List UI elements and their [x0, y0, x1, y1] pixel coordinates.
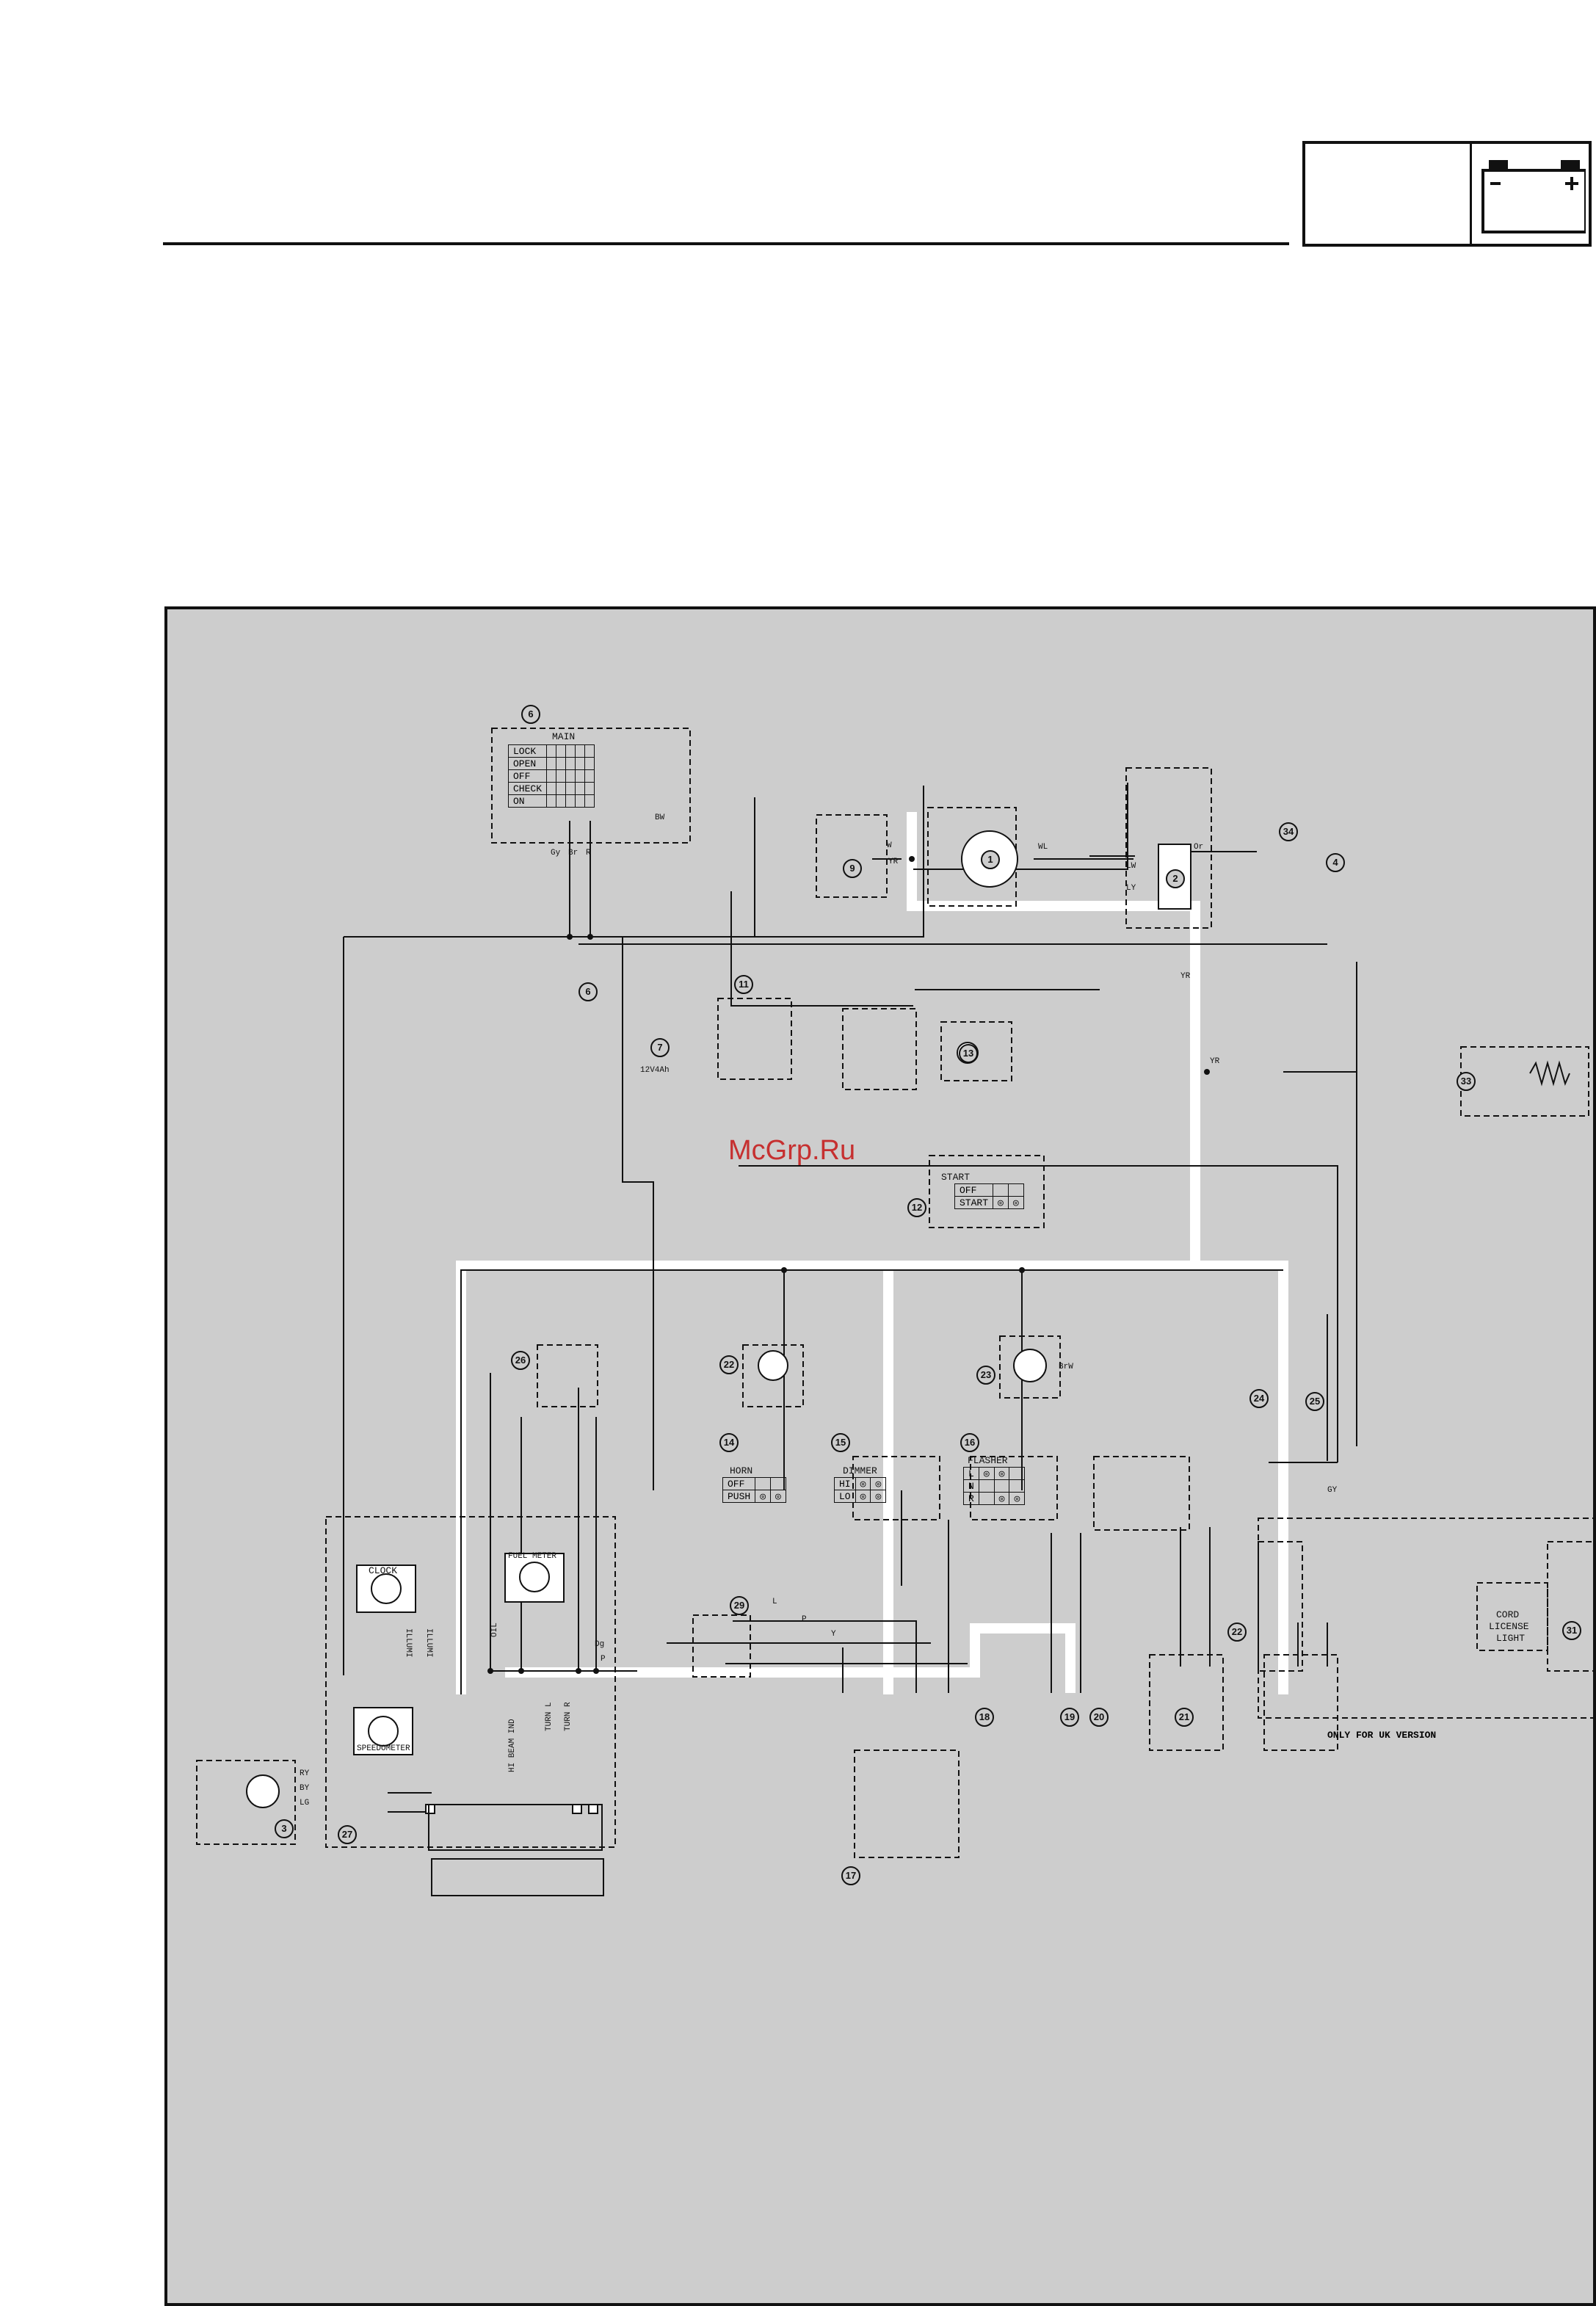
wire-label: Or: [1194, 843, 1204, 852]
flasher-switch-table: L◎◎ N R◎◎: [963, 1467, 1026, 1505]
section-icon-box: [1302, 141, 1592, 247]
wire-label: L: [772, 1598, 777, 1606]
turn-l-label: TURN L: [545, 1702, 554, 1731]
callout: 3: [275, 1819, 294, 1838]
dimmer-switch-title: DIMMER: [843, 1465, 877, 1476]
clock-label: CLOCK: [369, 1565, 398, 1576]
wire-label: YR: [1210, 1057, 1220, 1066]
illumi-label: ILLUMI: [424, 1628, 433, 1658]
callout: 6: [521, 705, 540, 724]
callout: 24: [1249, 1389, 1269, 1408]
uk-version-note: ONLY FOR UK VERSION: [1327, 1730, 1437, 1741]
wire-label: WL: [1038, 843, 1048, 852]
license-label: LICENSE: [1489, 1621, 1529, 1632]
callout: 29: [730, 1596, 749, 1615]
watermark: McGrp.Ru: [728, 1135, 856, 1166]
callout: 6: [578, 982, 598, 1001]
callout: 34: [1279, 822, 1298, 841]
cord-label: CORD: [1496, 1609, 1520, 1620]
main-switch-position: OFF: [507, 769, 548, 783]
main-switch-position: LOCK: [507, 744, 548, 758]
callout: 12: [907, 1198, 926, 1217]
callout: 4: [1326, 853, 1345, 872]
callout: 18: [975, 1708, 994, 1727]
horn-switch-position: PUSH: [722, 1490, 756, 1503]
callout: 16: [960, 1433, 979, 1452]
dimmer-switch-position: HI: [834, 1477, 856, 1490]
callout: 9: [843, 859, 862, 878]
callout: 17: [841, 1866, 860, 1885]
main-switch-position: CHECK: [507, 782, 548, 795]
callout: 31: [1562, 1621, 1581, 1640]
horn-switch-table: OFF PUSH◎◎: [722, 1477, 786, 1503]
wiring-diagram: MAIN LOCK OPEN OFF CHECK ON START OFF ST…: [164, 606, 1596, 2306]
battery-icon: [1481, 160, 1586, 233]
wire-label: YR: [1180, 972, 1191, 981]
dimmer-switch-position: LO: [834, 1490, 856, 1503]
wire-label: P: [601, 1655, 606, 1664]
callout: 20: [1089, 1708, 1109, 1727]
wiring-lines: [196, 728, 1596, 1896]
callout: 14: [719, 1433, 739, 1452]
oil-label: OIL: [490, 1622, 499, 1637]
wire-label: Br: [568, 849, 578, 858]
callout: 1: [981, 850, 1000, 869]
wire-label: RY: [300, 1769, 310, 1778]
wire-label: BW: [655, 813, 665, 822]
callout: 13: [959, 1044, 978, 1063]
illumi-label: ILLUMI: [404, 1628, 413, 1658]
wire-label: LY: [1126, 884, 1136, 893]
main-switch-title: MAIN: [552, 731, 576, 742]
turn-r-label: TURN R: [564, 1702, 573, 1731]
callout: 19: [1060, 1708, 1079, 1727]
flasher-switch-position: L: [963, 1467, 979, 1480]
start-switch-table: OFF START◎◎: [954, 1183, 1024, 1209]
horn-switch-title: HORN: [730, 1465, 753, 1476]
flasher-switch-position: N: [963, 1479, 979, 1493]
callout: 7: [650, 1038, 670, 1057]
wire-label: BY: [300, 1784, 310, 1793]
dimmer-switch-table: HI◎◎ LO◎◎: [834, 1477, 887, 1503]
start-switch-position: OFF: [954, 1183, 994, 1197]
wire-label: LW: [1126, 862, 1136, 871]
main-switch-table: LOCK OPEN OFF CHECK ON: [507, 744, 595, 808]
light-label: LIGHT: [1496, 1633, 1526, 1644]
main-switch-position: ON: [507, 794, 548, 808]
flasher-switch-title: FLASHER: [968, 1455, 1008, 1466]
horn-switch-position: OFF: [722, 1477, 756, 1490]
wire-label: W: [887, 841, 892, 850]
wire-label: BrW: [1059, 1363, 1073, 1371]
wire-label: Y: [831, 1630, 836, 1639]
callout: 2: [1166, 869, 1185, 888]
flasher-switch-position: R: [963, 1492, 979, 1505]
callout: 21: [1175, 1708, 1194, 1727]
wire-label: LG: [300, 1799, 310, 1808]
wire-label: Gy: [551, 849, 561, 858]
wire-label: GY: [1327, 1486, 1338, 1495]
callout: 23: [976, 1366, 995, 1385]
callout: 22: [719, 1355, 739, 1374]
start-switch-position: START: [954, 1196, 994, 1209]
battery-rating: 12V4Ah: [640, 1066, 670, 1075]
callout: 11: [734, 975, 753, 994]
callout: 15: [831, 1433, 850, 1452]
callout: 27: [338, 1825, 357, 1844]
callout: 25: [1305, 1392, 1324, 1411]
hi-beam-ind-label: HI BEAM IND: [508, 1719, 517, 1772]
fuel-meter-label: FUEL METER: [508, 1552, 557, 1561]
icon-box-divider: [1470, 144, 1472, 244]
speedometer-label: SPEEDOMETER: [357, 1744, 410, 1753]
start-switch-title: START: [941, 1172, 971, 1183]
callout: 26: [511, 1351, 530, 1370]
header-rule: [163, 242, 1289, 245]
wire-label: P: [802, 1615, 807, 1624]
wire-label: Dg: [595, 1640, 605, 1649]
callout: 33: [1457, 1072, 1476, 1091]
main-switch-position: OPEN: [507, 757, 548, 770]
callout: 22: [1227, 1622, 1247, 1642]
wire-label: YR: [888, 858, 899, 866]
wire-label: R: [586, 849, 591, 858]
